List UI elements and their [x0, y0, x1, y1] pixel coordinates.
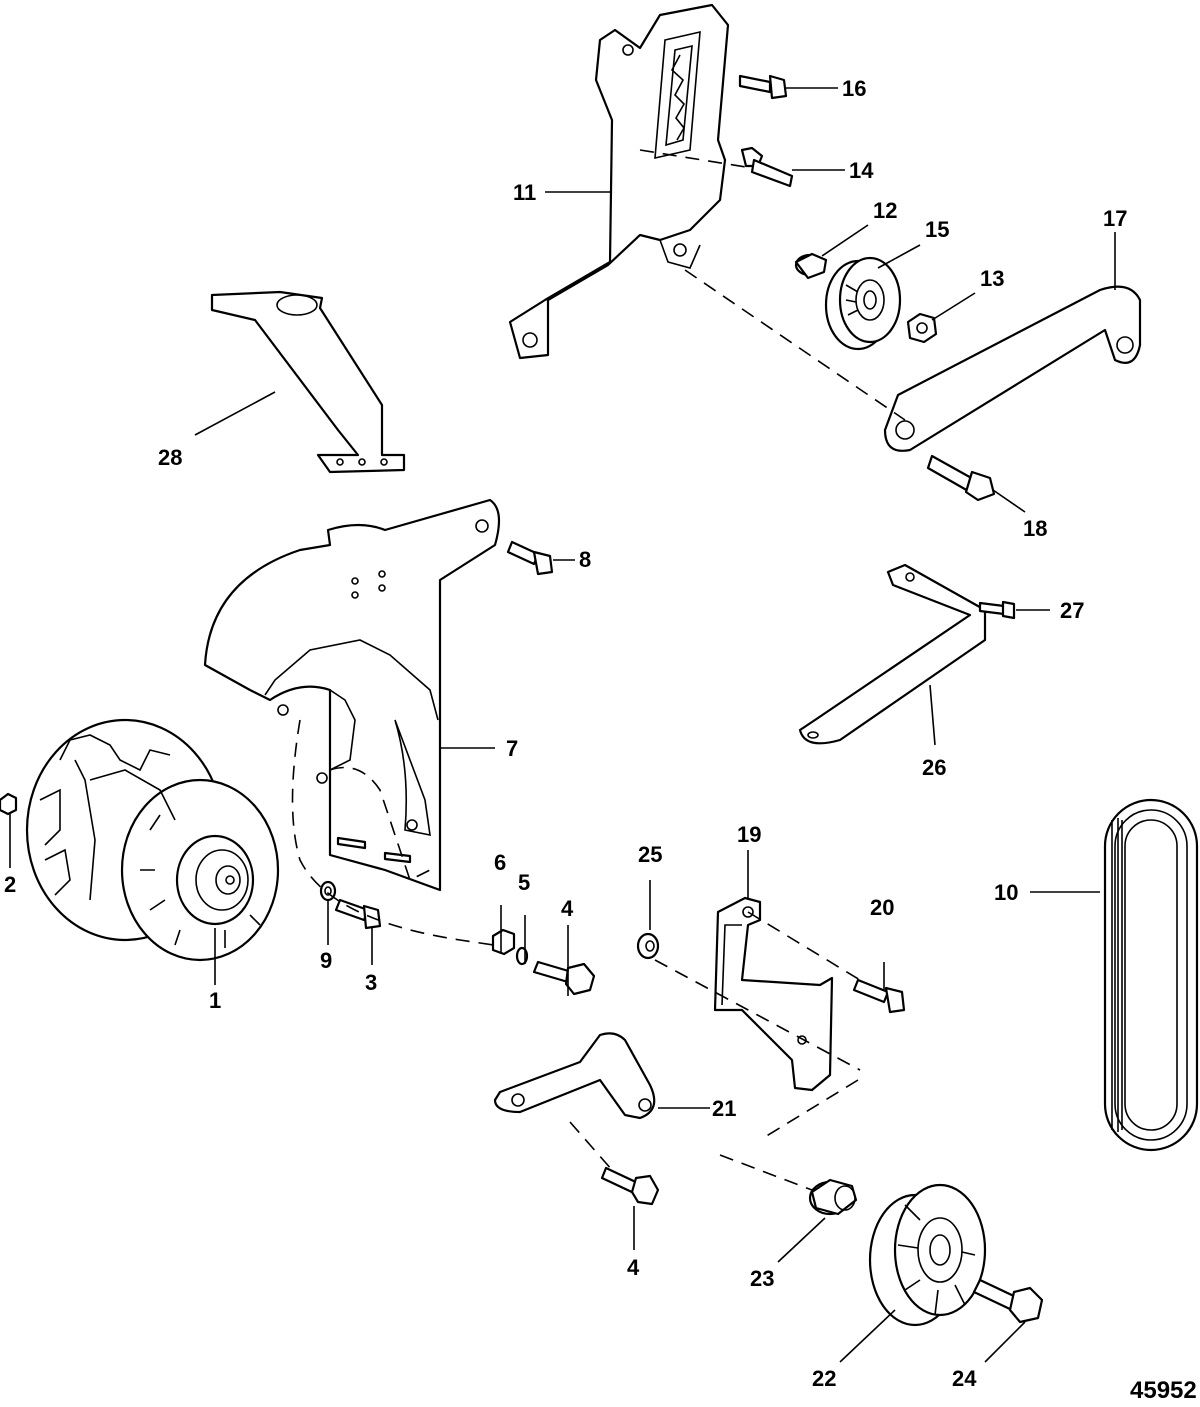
callout-4-lower: 4: [627, 1255, 640, 1280]
belt-part-10: [1103, 798, 1199, 1152]
callout-5: 5: [518, 870, 530, 895]
bolt-part-16: [738, 74, 788, 100]
bolt-part-20: [852, 978, 906, 1014]
bracket-part-26: [798, 563, 987, 745]
bolt-part-4-lower: [600, 1166, 660, 1206]
callout-24: 24: [952, 1366, 977, 1391]
callout-13: 13: [980, 266, 1004, 291]
callout-26: 26: [922, 755, 946, 780]
bracket-part-21: [493, 1032, 656, 1120]
nut-part-6: [491, 928, 516, 956]
bracket-part-28: [210, 290, 406, 474]
callout-17: 17: [1103, 206, 1127, 231]
bolt-part-27: [978, 600, 1016, 620]
idler-pulley-part-15: [824, 256, 902, 351]
alternator-part-1: [25, 718, 280, 962]
callout-25: 25: [638, 842, 662, 867]
bolt-part-8: [506, 540, 554, 576]
strap-part-17: [883, 285, 1142, 452]
drawing-number: 45952: [1130, 1377, 1197, 1404]
callout-6: 6: [494, 850, 506, 875]
bracket-part-19: [713, 896, 834, 1092]
spacer-part-23: [808, 1178, 858, 1216]
bolt-part-4-upper: [532, 960, 596, 996]
bolt-part-18: [926, 454, 996, 502]
callout-labels: 1 2 3 4 4 5 6 7 8 9 10 11 12 13 14 15 16…: [4, 76, 1197, 1404]
callout-19: 19: [737, 822, 761, 847]
nut-part-13: [906, 312, 938, 344]
pulley-part-22: [868, 1183, 987, 1327]
callout-22: 22: [812, 1366, 836, 1391]
nut-part-2: [0, 792, 18, 816]
callout-16: 16: [842, 76, 866, 101]
callout-28: 28: [158, 445, 182, 470]
callout-1: 1: [209, 988, 221, 1013]
callout-8: 8: [579, 547, 591, 572]
alternator-bracket-part-7: [203, 498, 501, 892]
callout-12: 12: [873, 198, 897, 223]
adjusting-bracket-part-11: [508, 3, 730, 360]
leader-lines: [9, 87, 1116, 1363]
callout-20: 20: [870, 895, 894, 920]
adjusting-bolt-part-14: [740, 146, 794, 188]
callout-11: 11: [513, 180, 536, 205]
assembly-lines: [291, 149, 906, 1191]
callout-27: 27: [1060, 598, 1084, 623]
bolt-part-24: [972, 1278, 1044, 1324]
callout-14: 14: [849, 158, 874, 183]
washer-part-25: [636, 932, 660, 960]
callout-18: 18: [1023, 516, 1047, 541]
bolt-part-3: [334, 898, 382, 930]
callout-4-upper: 4: [561, 896, 574, 921]
callout-3: 3: [365, 970, 377, 995]
callout-7: 7: [506, 736, 518, 761]
callout-15: 15: [925, 217, 949, 242]
callout-10: 10: [994, 880, 1018, 905]
callout-9: 9: [320, 948, 332, 973]
callout-2: 2: [4, 872, 16, 897]
spacer-part-12: [794, 252, 828, 280]
callout-23: 23: [750, 1266, 774, 1291]
callout-21: 21: [712, 1096, 736, 1121]
